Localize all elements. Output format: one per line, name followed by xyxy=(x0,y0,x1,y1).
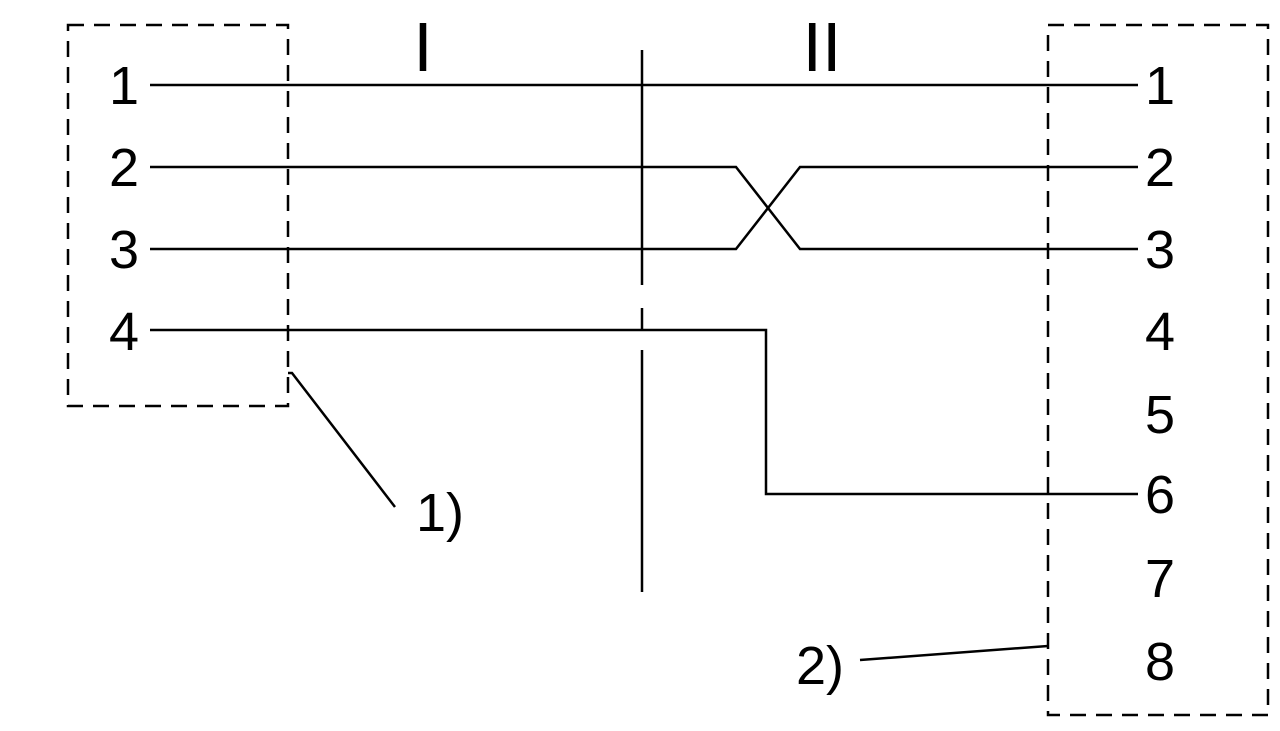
callout-1-leader xyxy=(288,371,396,508)
left-pin-2: 2 xyxy=(109,138,139,198)
right-pin-4: 4 xyxy=(1145,302,1175,362)
right-pin-5: 5 xyxy=(1145,385,1175,445)
right-pin-3: 3 xyxy=(1145,220,1175,280)
left-connector-box xyxy=(66,23,290,408)
right-pin-7: 7 xyxy=(1145,549,1175,609)
right-pin-6: 6 xyxy=(1145,465,1175,525)
right-pin-8: 8 xyxy=(1145,632,1175,692)
section-label-left: I xyxy=(413,8,432,86)
right-pin-2: 2 xyxy=(1145,138,1175,198)
wire-2-to-3 xyxy=(150,165,1138,251)
wire-3-to-2 xyxy=(150,165,1138,251)
right-connector-box xyxy=(1046,23,1270,717)
left-pin-3: 3 xyxy=(109,220,139,280)
callout-1-label: 1) xyxy=(416,483,464,543)
callout-2-leader xyxy=(859,644,1049,662)
right-pin-1: 1 xyxy=(1145,56,1175,116)
callout-2-label: 2) xyxy=(796,636,844,696)
left-pin-4: 4 xyxy=(109,302,139,362)
section-label-right: II xyxy=(803,8,842,86)
wire-4-to-6 xyxy=(150,328,1138,496)
left-pin-1: 1 xyxy=(109,56,139,116)
